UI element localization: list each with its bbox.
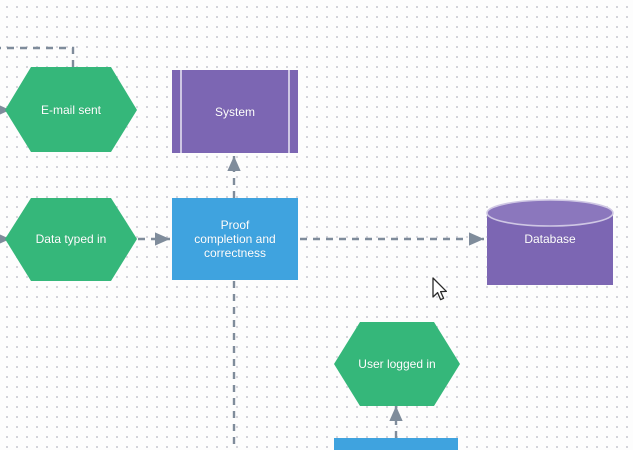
node-proof-completion[interactable] [172,198,298,280]
node-system[interactable] [172,70,298,153]
node-data-typed-in[interactable] [5,198,137,281]
node-user-logged-in[interactable] [334,322,460,406]
node-database[interactable] [486,199,614,285]
connector-top-left-elbow[interactable] [0,46,75,72]
node-email-sent[interactable] [5,67,137,152]
node-bottom-process[interactable] [334,438,458,450]
